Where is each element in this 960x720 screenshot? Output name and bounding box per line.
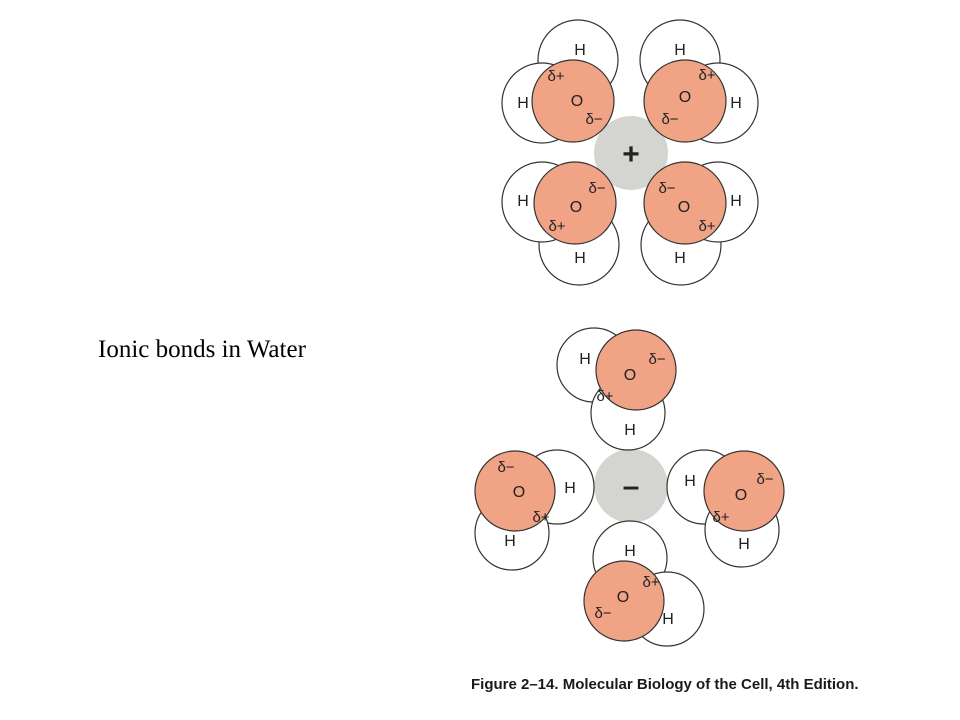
water-molecule: H H O δ− δ+ bbox=[640, 161, 759, 286]
cation-hydration-shell: + H H O δ+ δ− H H O δ+ δ− H bbox=[501, 19, 759, 286]
partial-negative-label: δ− bbox=[588, 180, 605, 197]
hydrogen-label: H bbox=[730, 95, 742, 112]
partial-positive-label: δ+ bbox=[698, 218, 715, 235]
oxygen-label: O bbox=[678, 199, 690, 216]
oxygen-atom bbox=[703, 450, 785, 532]
hydrogen-label: H bbox=[564, 480, 576, 497]
partial-positive-label: δ+ bbox=[548, 218, 565, 235]
oxygen-atom bbox=[643, 161, 727, 245]
oxygen-atom bbox=[583, 560, 665, 642]
water-molecule: H H O δ− δ+ bbox=[474, 449, 595, 571]
hydrogen-label: H bbox=[730, 193, 742, 210]
water-molecule: H H O δ+ δ− bbox=[583, 520, 705, 647]
oxygen-label: O bbox=[679, 89, 691, 106]
hydrogen-label: H bbox=[738, 536, 750, 553]
oxygen-label: O bbox=[624, 367, 636, 384]
anion-sign: – bbox=[623, 470, 640, 503]
anion-ion bbox=[594, 449, 668, 523]
hydrogen-label: H bbox=[504, 533, 516, 550]
hydrogen-label: H bbox=[674, 250, 686, 267]
cation-sign: + bbox=[622, 138, 640, 171]
oxygen-label: O bbox=[513, 484, 525, 501]
oxygen-atom bbox=[595, 329, 677, 411]
hydrogen-label: H bbox=[624, 543, 636, 560]
partial-negative-label: δ− bbox=[661, 111, 678, 128]
hydrogen-label: H bbox=[674, 42, 686, 59]
partial-negative-label: δ− bbox=[756, 471, 773, 488]
oxygen-label: O bbox=[570, 199, 582, 216]
hydrogen-label: H bbox=[517, 193, 529, 210]
water-molecule: H H O δ+ δ− bbox=[639, 19, 759, 144]
water-molecule: H H O δ− δ+ bbox=[666, 449, 785, 568]
oxygen-atom bbox=[643, 59, 727, 143]
partial-negative-label: δ− bbox=[497, 459, 514, 476]
oxygen-atom bbox=[474, 450, 556, 532]
hydrogen-label: H bbox=[684, 473, 696, 490]
oxygen-label: O bbox=[735, 487, 747, 504]
hydrogen-label: H bbox=[574, 250, 586, 267]
water-molecule: H H O δ− δ+ bbox=[556, 327, 677, 451]
hydrogen-label: H bbox=[517, 95, 529, 112]
cation-ion bbox=[594, 116, 668, 190]
hydrogen-label: H bbox=[624, 422, 636, 439]
oxygen-label: O bbox=[617, 589, 629, 606]
hydrogen-label: H bbox=[579, 351, 591, 368]
partial-positive-label: δ+ bbox=[547, 68, 564, 85]
water-molecule: H H O δ+ δ− bbox=[501, 19, 619, 144]
partial-positive-label: δ+ bbox=[532, 509, 549, 526]
water-molecule: H H O δ− δ+ bbox=[501, 161, 620, 286]
hydrogen-label: H bbox=[662, 611, 674, 628]
oxygen-atom bbox=[531, 59, 615, 143]
oxygen-label: O bbox=[571, 93, 583, 110]
slide-title: Ionic bonds in Water bbox=[98, 336, 306, 363]
figure-caption: Figure 2–14. Molecular Biology of the Ce… bbox=[471, 676, 859, 693]
partial-negative-label: δ− bbox=[585, 111, 602, 128]
oxygen-atom bbox=[533, 161, 617, 245]
partial-positive-label: δ+ bbox=[642, 574, 659, 591]
partial-positive-label: δ+ bbox=[712, 509, 729, 526]
partial-negative-label: δ− bbox=[658, 180, 675, 197]
partial-negative-label: δ− bbox=[648, 351, 665, 368]
partial-positive-label: δ+ bbox=[698, 67, 715, 84]
partial-negative-label: δ− bbox=[594, 605, 611, 622]
partial-positive-label: δ+ bbox=[596, 388, 613, 405]
hydrogen-label: H bbox=[574, 42, 586, 59]
anion-hydration-shell: – H H O δ− δ+ H H O δ− δ+ H bbox=[474, 327, 785, 647]
